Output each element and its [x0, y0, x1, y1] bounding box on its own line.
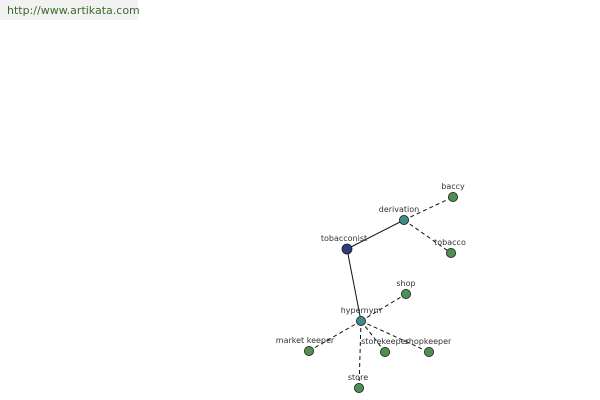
node-storekeeper[interactable]: storekeeper [361, 337, 410, 357]
node-tobacconist[interactable]: tobacconist [321, 234, 367, 255]
graph-nodes: tobacconist derivation hypernym baccy tobacc… [276, 182, 466, 393]
node-hypernym[interactable]: hypernym [341, 306, 382, 326]
node-marker-tobacconist[interactable] [341, 243, 353, 255]
node-label-baccy: baccy [441, 182, 465, 191]
node-marker-shop[interactable] [400, 288, 411, 299]
node-label-tobacco: tobacco [434, 238, 466, 247]
node-label-store: store [348, 373, 368, 382]
node-label-derivation: derivation [379, 205, 419, 214]
edge-tobacconist-hypernym [346, 248, 362, 322]
site-url-label[interactable]: http://www.artikata.com [0, 0, 140, 20]
edge-derivation-tobacco [403, 219, 452, 254]
edge-hypernym-shopkeeper [360, 320, 430, 353]
node-marker-derivation[interactable] [398, 214, 409, 225]
node-market-keeper[interactable]: market keeper [276, 336, 335, 356]
node-marker-hypernym[interactable] [355, 315, 366, 326]
node-marker-baccy[interactable] [447, 191, 458, 202]
edge-hypernym-market-keeper [308, 320, 362, 352]
node-tobacco[interactable]: tobacco [434, 238, 466, 258]
node-label-storekeeper: storekeeper [361, 337, 409, 346]
node-store[interactable]: store [348, 373, 368, 393]
node-marker-market-keeper[interactable] [303, 345, 314, 356]
node-marker-shopkeeper[interactable] [423, 346, 434, 357]
node-baccy[interactable]: baccy [441, 182, 465, 202]
node-label-hypernym: hypernym [341, 306, 382, 315]
node-label-shopkeeper: shopkeeper [405, 337, 452, 346]
node-shopkeeper[interactable]: shopkeeper [405, 337, 452, 357]
edge-hypernym-shop [360, 293, 407, 322]
node-label-shop: shop [396, 279, 415, 288]
node-marker-tobacco[interactable] [445, 247, 456, 258]
edge-derivation-baccy [403, 196, 454, 221]
edge-tobacconist-derivation [346, 219, 405, 250]
node-label-tobacconist: tobacconist [321, 234, 367, 243]
node-marker-storekeeper[interactable] [379, 346, 390, 357]
graph-edges [308, 196, 454, 389]
node-derivation[interactable]: derivation [379, 205, 419, 225]
node-label-market-keeper: market keeper [276, 336, 335, 345]
node-shop[interactable]: shop [396, 279, 416, 299]
node-marker-store[interactable] [353, 382, 364, 393]
